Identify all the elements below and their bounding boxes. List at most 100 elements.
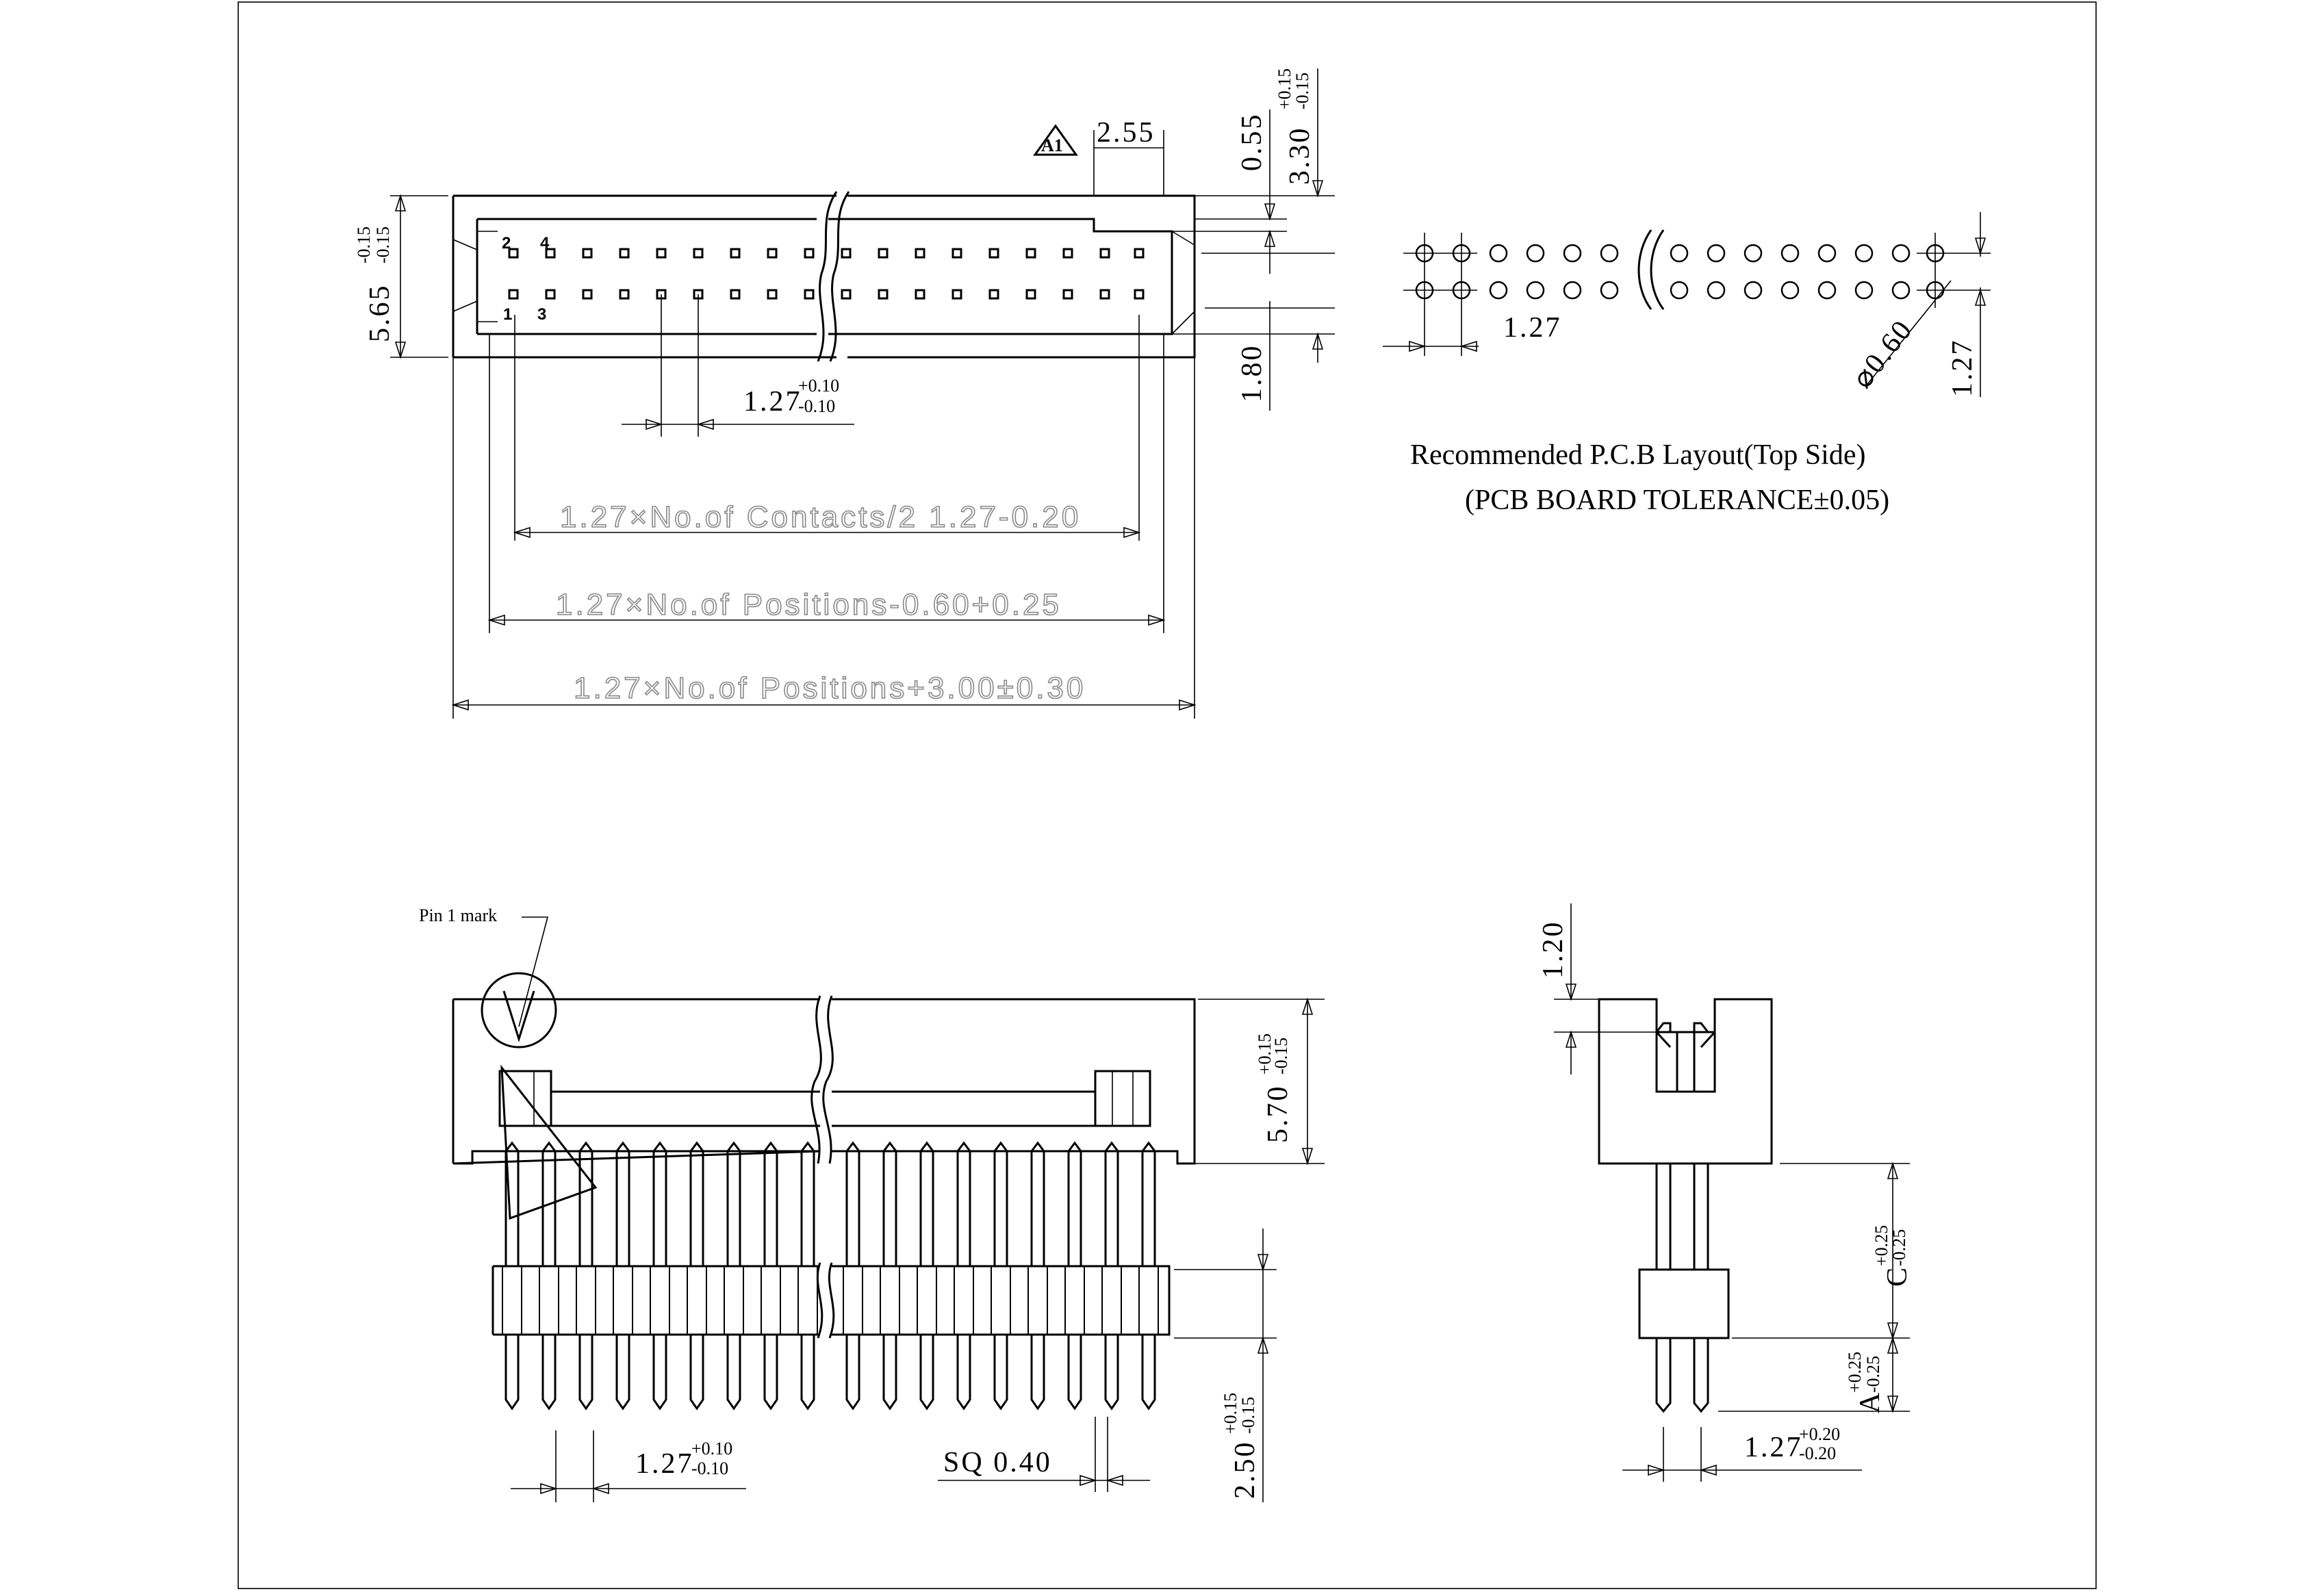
pcb-hole [1891,281,1911,300]
top-view: 2 4 1 3 A1 5.65 -0.15 -0.15 2.55 0.55 3.… [354,68,1335,719]
front-pin-upper [652,1141,667,1266]
front-pin-upper [993,1141,1008,1266]
dim-depth-sup: +0.15 [1275,68,1294,110]
front-pin-collar [843,1266,863,1335]
pcb-hole [1891,244,1911,263]
pcb-hole [1670,244,1689,263]
pcb-hole [1817,281,1837,300]
front-pin-lower [541,1335,557,1411]
front-pin-lower [578,1335,593,1411]
side-view: 1.20 C +0.25 -0.25 A +0.25 -0.25 1.27 +0… [1537,903,1913,1482]
front-pin-collar [1138,1266,1159,1335]
side-spacer [1638,1268,1730,1339]
front-pin-lower [652,1335,667,1411]
front-pin-collar [650,1266,670,1335]
front-pin-upper [763,1141,778,1266]
front-pin-upper [1141,1141,1156,1266]
dim-pcb-hole: ⌀0.60 [1847,313,1919,394]
front-pin-lower [845,1335,860,1411]
front-pin-upper [800,1141,815,1266]
top-pin [878,248,889,259]
top-pin [508,248,519,259]
pcb-hole [1563,281,1582,300]
pcb-hole [1817,244,1837,263]
front-pin-collar [880,1266,900,1335]
dim-pitch-front-sub: -0.10 [691,1458,728,1478]
pcb-hole [1526,281,1545,300]
dim-height-sup: +0.15 [1255,1033,1275,1075]
front-pin-upper [919,1141,934,1266]
front-pin-lower [763,1335,778,1411]
dim-pitch-side-sub: -0.20 [1799,1443,1836,1463]
front-pin-collar [576,1266,596,1335]
pin1-mark-label: Pin 1 mark [419,905,497,925]
front-pin-lower [956,1335,971,1411]
pcb-hole [1780,244,1800,263]
front-pin-collar [1064,1266,1085,1335]
pin1-triangle [500,1064,598,1220]
dim-row-spacing: 1.80 [1236,344,1268,403]
dim-pitch-side-sup: +0.20 [1799,1424,1840,1444]
dim-side-c-sup: +0.25 [1872,1225,1891,1266]
front-pin-lower [1104,1335,1119,1411]
dim-side-c: C [1882,1265,1913,1287]
pin-label-4: 4 [540,234,550,253]
pcb-hole [1744,281,1763,300]
top-pin [767,248,778,259]
top-pin [1025,248,1036,259]
front-pin-collar [761,1266,781,1335]
pcb-hole [1854,244,1874,263]
top-cavity [477,218,1173,335]
revision-triangle-icon [1033,124,1078,156]
top-pin [582,289,593,300]
front-pin-lower [1030,1335,1045,1411]
dim-pin-length-sub: -0.15 [1238,1397,1258,1434]
dim-pin-length-sup: +0.15 [1221,1393,1240,1434]
top-pin [693,248,704,259]
front-pin-collar [991,1266,1011,1335]
pcb-break-line [1637,229,1665,310]
dim-top-width: 5.65 [364,284,396,343]
pcb-hole [1854,281,1874,300]
front-pin-lower [615,1335,630,1411]
dim-pitch-front-sup: +0.10 [691,1439,732,1458]
dim-depth: 3.30 [1284,127,1316,185]
front-pin-lower [505,1335,520,1411]
top-pin [915,289,925,300]
front-pin-lower [919,1335,934,1411]
front-pin-upper [1030,1141,1045,1266]
top-pin [804,289,815,300]
dim-pitch-front: 1.27 [635,1448,694,1480]
top-pin [508,289,519,300]
dim-formula-outer: 1.27×No.of Positions+3.00±0.30 [574,671,1086,705]
dim-top-width-sup: -0.15 [354,227,374,263]
front-pin-upper [956,1141,971,1266]
top-body-outline [453,194,1196,359]
front-pin-collar [954,1266,974,1335]
front-pin-lower [993,1335,1008,1411]
front-spacer [493,1265,1171,1336]
top-pin [804,248,815,259]
front-pin-lower [726,1335,741,1411]
pcb-hole [1707,281,1726,300]
dim-pitch-top-sub: -0.10 [798,396,835,416]
pcb-tolerance: (PCB BOARD TOLERANCE±0.05) [1465,485,1889,516]
pin-label-2: 2 [502,234,511,253]
dim-formula-contacts: 1.27×No.of Contacts/2 1.27-0.20 [560,500,1081,534]
top-pin [582,248,593,259]
pcb-hole-grid [1415,244,1945,300]
side-body-outline [1598,998,1773,1165]
dim-side-a: A [1854,1391,1886,1413]
dim-wall: 0.55 [1236,113,1268,172]
dim-pitch-side: 1.27 [1744,1432,1803,1463]
front-body-outline [452,998,1196,1165]
pcb-layout: 1.27 1.27 ⌀0.60 Recommended P.C.B Layout… [1383,212,1991,516]
front-pin-row [502,1141,1159,1411]
top-pin [545,289,556,300]
revision-mark: A1 [1041,136,1063,155]
front-pin-lower [882,1335,897,1411]
drawing-frame [238,1,2097,1589]
dim-side-a-sup: +0.25 [1845,1352,1865,1393]
pin-label-3: 3 [537,305,546,324]
